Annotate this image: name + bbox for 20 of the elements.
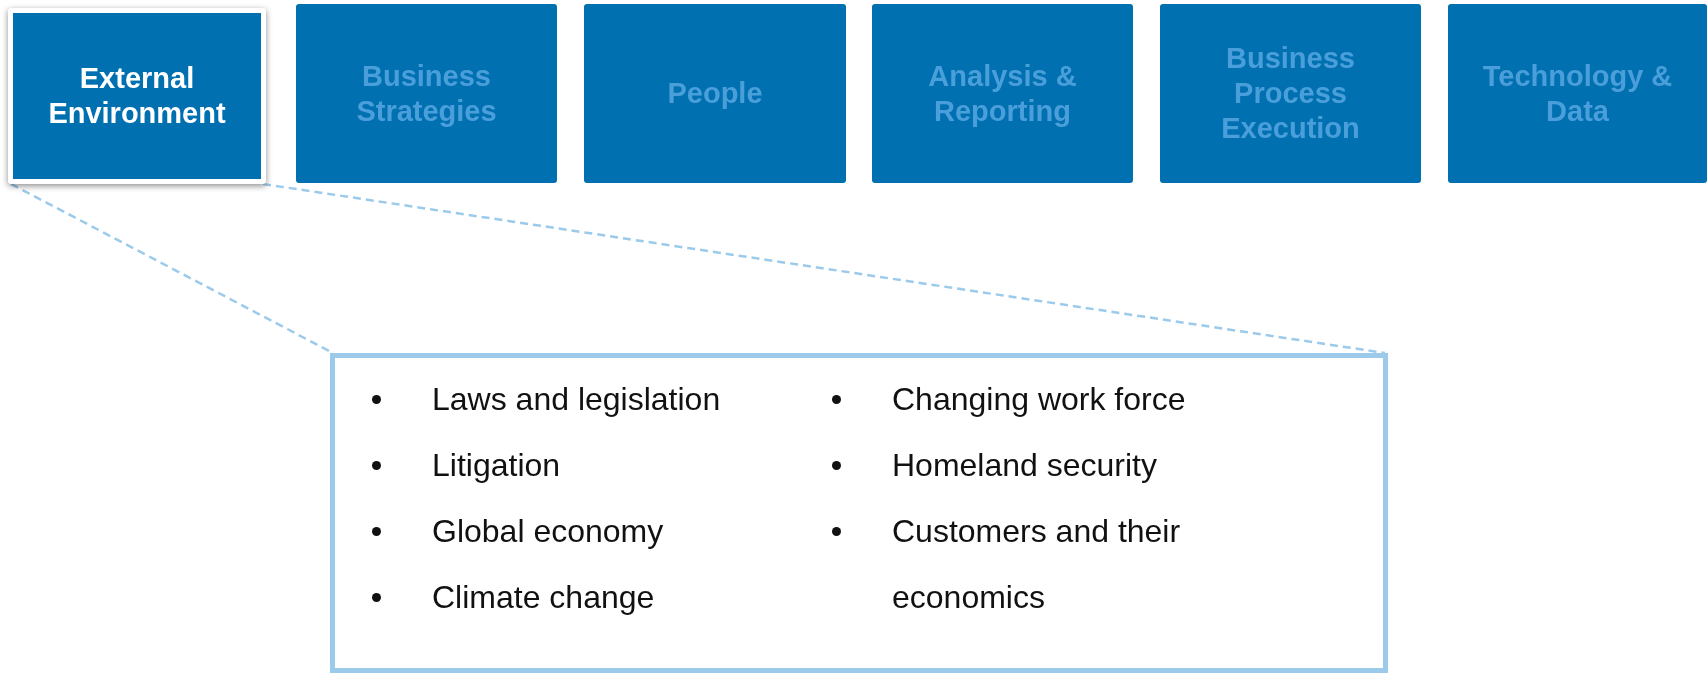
bullet-item: Climate change [370, 564, 750, 630]
category-box [1160, 4, 1421, 183]
category-box [872, 4, 1133, 183]
bullet-item: Laws and legislation [370, 366, 750, 432]
category-label: External Environment [47, 61, 227, 131]
category-box [1448, 4, 1707, 183]
bullet-item: Global economy [370, 498, 750, 564]
category-label: Technology & Data [1481, 58, 1674, 129]
bullet-item: Changing work force [830, 366, 1230, 432]
callout-box [330, 353, 1388, 673]
bullet-item: Homeland security [830, 432, 1230, 498]
bullet-item: Customers and their economics [830, 498, 1230, 630]
category-label: Business Process Execution [1220, 41, 1361, 146]
category-label: Analysis & Reporting [927, 58, 1078, 129]
category-box [584, 4, 846, 183]
category-label: People [667, 76, 763, 111]
bullet-item: Litigation [370, 432, 750, 498]
dashed-line [262, 182, 1386, 355]
category-label: Business Strategies [355, 58, 498, 129]
category-box [296, 4, 557, 183]
